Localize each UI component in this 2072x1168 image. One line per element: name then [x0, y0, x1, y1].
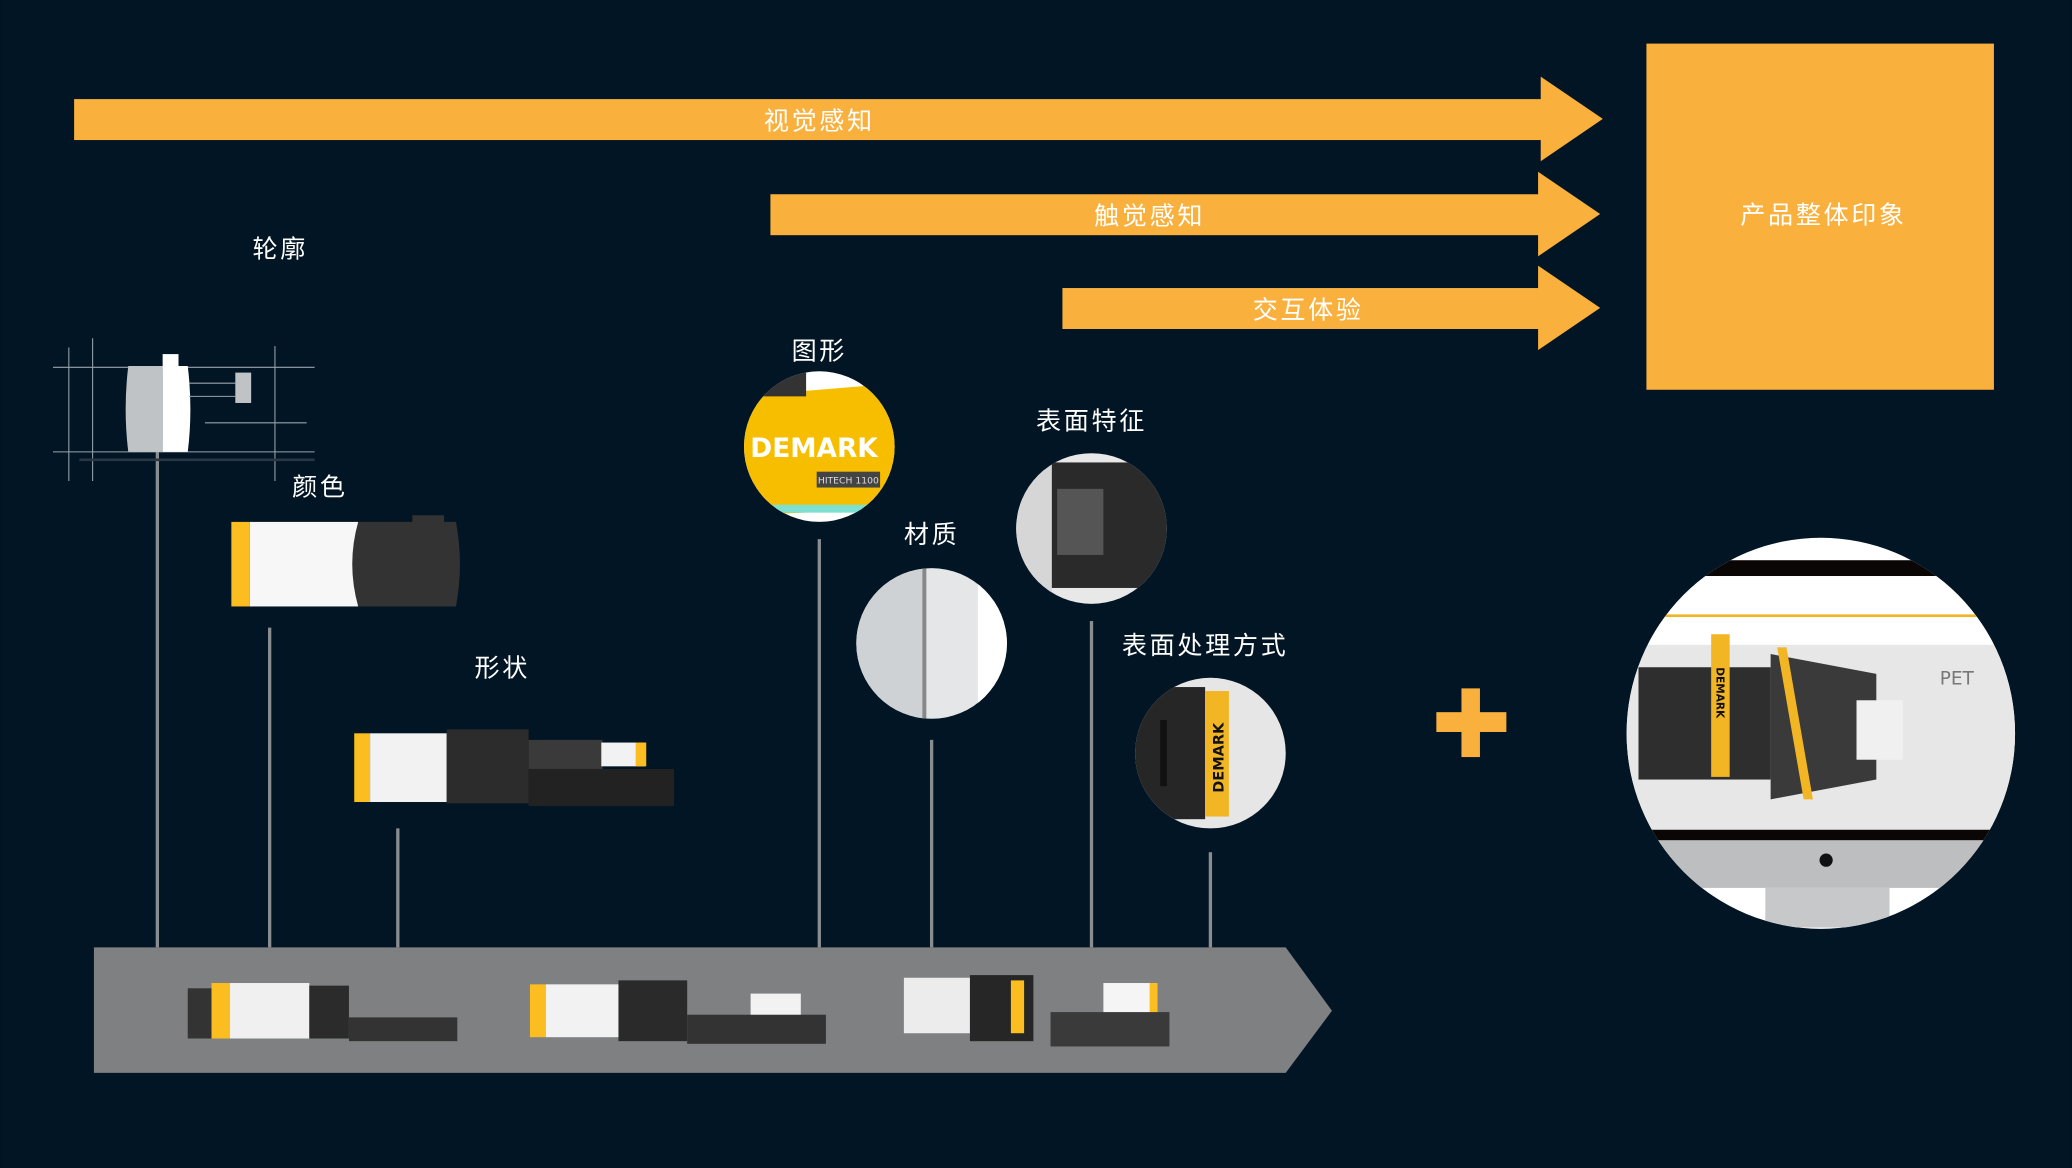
shape-machine-image [354, 729, 674, 806]
graphic-brand-logo: DEMARK [750, 433, 879, 464]
label-graphic: 图形 [792, 336, 847, 365]
label-surface-feature: 表面特征 [1036, 406, 1147, 435]
arrow-visual-label: 视觉感知 [764, 106, 875, 135]
label-outline: 轮廓 [252, 235, 307, 264]
machine-image-3 [903, 975, 1170, 1047]
overall-impression-label: 产品整体印象 [1740, 200, 1906, 229]
label-surface-treatment: 表面处理方式 [1122, 631, 1288, 660]
arrow-tactile-label: 触觉感知 [1094, 202, 1205, 231]
machine-image-1 [187, 983, 458, 1042]
arrow-tactile: 触觉感知 [770, 171, 1601, 257]
label-color: 颜色 [292, 472, 347, 501]
machine-image-2 [529, 980, 826, 1044]
plus-icon [1436, 688, 1507, 758]
graphic-model-label: HITECH 1100 [818, 476, 879, 487]
arrow-visual: 视觉感知 [74, 76, 1603, 162]
arrow-interaction: 交互体验 [1062, 265, 1601, 351]
arrow-interaction-label: 交互体验 [1253, 295, 1364, 324]
label-shape: 形状 [474, 653, 529, 682]
monitor-brand-logo: DEMARK [1713, 667, 1725, 719]
monitor-title: PET [1940, 668, 1975, 689]
surface-brand-logo: DEMARK [1212, 722, 1228, 793]
product-evolution-band [93, 947, 1332, 1073]
outline-sketch [52, 338, 315, 481]
monitor-website-image: DEMARK PET [1626, 537, 2016, 929]
apple-logo-icon [1819, 853, 1833, 867]
surface-feature-circle-image [1016, 453, 1167, 604]
surface-treatment-circle-image: DEMARK [1135, 677, 1286, 829]
overall-impression-box: 产品整体印象 [1646, 43, 1994, 390]
color-swatch [231, 515, 460, 607]
material-circle-image [856, 568, 1007, 719]
label-material: 材质 [904, 520, 959, 549]
